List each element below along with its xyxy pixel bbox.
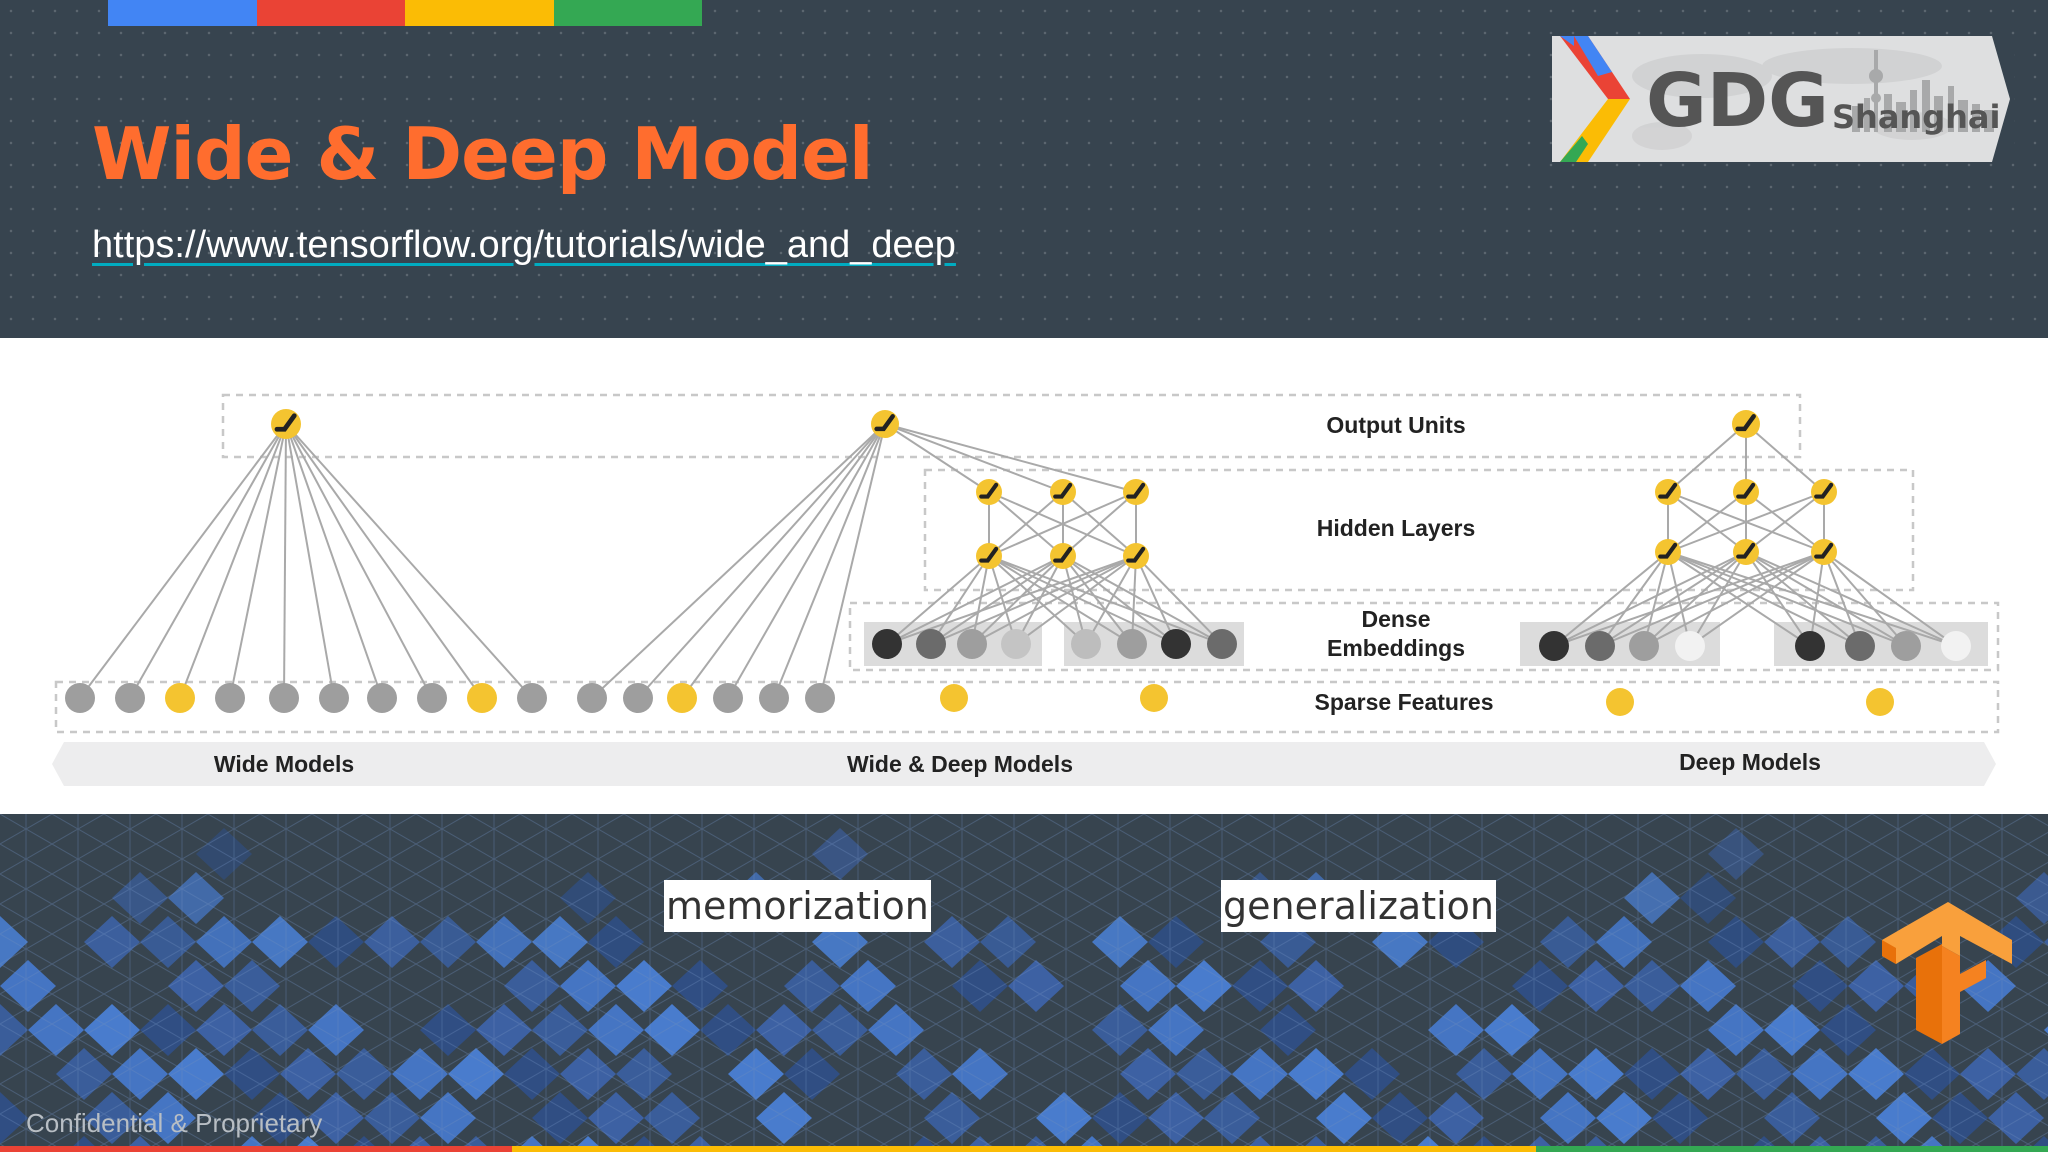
sparse-feature-node [165,683,195,713]
sparse-feature-node [940,684,968,712]
sparse-feature-node [759,683,789,713]
slide-title: Wide & Deep Model [92,112,873,196]
sparse-feature-node [667,683,697,713]
sparse-feature-node [367,683,397,713]
sparse-feature-node [713,683,743,713]
tensorflow-logo-icon [1876,894,2012,1046]
embedding-node [1845,631,1875,661]
embedding-node [1891,631,1921,661]
gdg-logo-text: GDG [1646,58,1829,144]
label-wide-models: Wide Models [214,751,354,777]
label-output-units: Output Units [1326,412,1465,438]
edge [80,424,286,698]
sparse-feature-node [115,683,145,713]
sparse-feature-node [215,683,245,713]
label-hidden-layers: Hidden Layers [1317,515,1476,541]
embedding-node [1207,629,1237,659]
edge [286,424,482,698]
bottom-pattern-area [0,814,2048,1152]
edge [230,424,286,698]
sparse-feature-node [623,683,653,713]
sparse-feature-node [1866,688,1894,716]
embedding-node [1161,629,1191,659]
embedding-node [1585,631,1615,661]
memorization-label: memorization [664,880,931,932]
edge [728,424,885,698]
edge [286,424,382,698]
sparse-feature-node [805,683,835,713]
google-color-stripe-bottom [0,1146,2048,1152]
gdg-chevron-icon [1560,36,1630,162]
edge [592,424,885,698]
embedding-node [1117,629,1147,659]
generalization-label: generalization [1221,880,1496,932]
embedding-node [1941,631,1971,661]
sparse-feature-node [1140,684,1168,712]
label-deep-models: Deep Models [1679,749,1821,775]
edge [130,424,286,698]
label-wide-deep-models: Wide & Deep Models [847,751,1073,777]
confidential-footer: Confidential & Proprietary [26,1108,322,1139]
google-color-stripe-top [108,0,702,26]
wide-deep-diagram: Output Units Hidden Layers Dense Embeddi… [0,338,2048,814]
sparse-feature-node [517,683,547,713]
embedding-node [1629,631,1659,661]
embedding-node [1071,629,1101,659]
embedding-node [1675,631,1705,661]
label-sparse-features: Sparse Features [1315,689,1494,715]
embedding-node [916,629,946,659]
embedding-node [872,629,902,659]
sparse-feature-node [1606,688,1634,716]
tutorial-link[interactable]: https://www.tensorflow.org/tutorials/wid… [92,224,956,267]
sparse-features-box [56,682,1998,732]
embedding-node [1795,631,1825,661]
sparse-feature-node [65,683,95,713]
output-units-box [223,395,1800,457]
edge [284,424,286,698]
diagram-panel: Output Units Hidden Layers Dense Embeddi… [0,338,2048,814]
embedding-node [957,629,987,659]
sparse-feature-node [577,683,607,713]
edge [286,424,334,698]
gdg-shanghai-logo: GDG Shanghai [1552,36,2014,162]
label-dense-embeddings-2: Embeddings [1327,635,1465,661]
edge [180,424,286,698]
label-dense-embeddings-1: Dense [1361,606,1430,632]
gdg-logo-graphic: GDG Shanghai [1552,36,2014,162]
sparse-feature-node [417,683,447,713]
edge [638,424,885,698]
embedding-node [1001,629,1031,659]
gdg-city-text: Shanghai [1832,98,2000,136]
sparse-feature-node [319,683,349,713]
hex-pattern-background [0,814,2048,1152]
embedding-node [1539,631,1569,661]
edge [682,424,885,698]
sparse-feature-node [269,683,299,713]
sparse-feature-node [467,683,497,713]
